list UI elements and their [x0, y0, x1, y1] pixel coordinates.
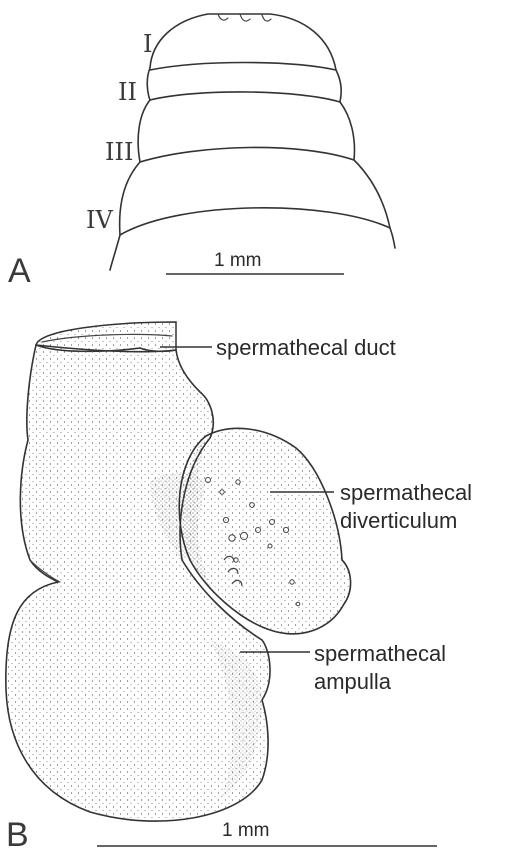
panel-a-letter: A: [8, 252, 31, 290]
label-ampulla-line1: spermathecal: [314, 641, 446, 666]
segment-label-i: I: [143, 30, 152, 58]
segment-i-outline: [150, 14, 336, 70]
segment-label-iii: III: [105, 138, 133, 166]
panel-a-drawing: [110, 14, 395, 270]
segment-i-notches: [218, 14, 271, 21]
panel-b-letter: B: [6, 816, 29, 854]
panel-a-scale-label: 1 mm: [214, 250, 262, 271]
label-spermathecal-duct: spermathecal duct: [216, 335, 396, 360]
label-ampulla-line2: ampulla: [314, 669, 392, 694]
label-diverticulum-line1: spermathecal: [340, 480, 472, 505]
label-diverticulum-line2: diverticulum: [340, 508, 457, 533]
segment-label-iv: IV: [86, 206, 113, 234]
segment-label-ii: II: [118, 78, 137, 106]
segment-iv-outline: [120, 147, 390, 235]
panel-b-drawing: [6, 322, 351, 821]
panel-b-scale-label: 1 mm: [222, 820, 270, 841]
